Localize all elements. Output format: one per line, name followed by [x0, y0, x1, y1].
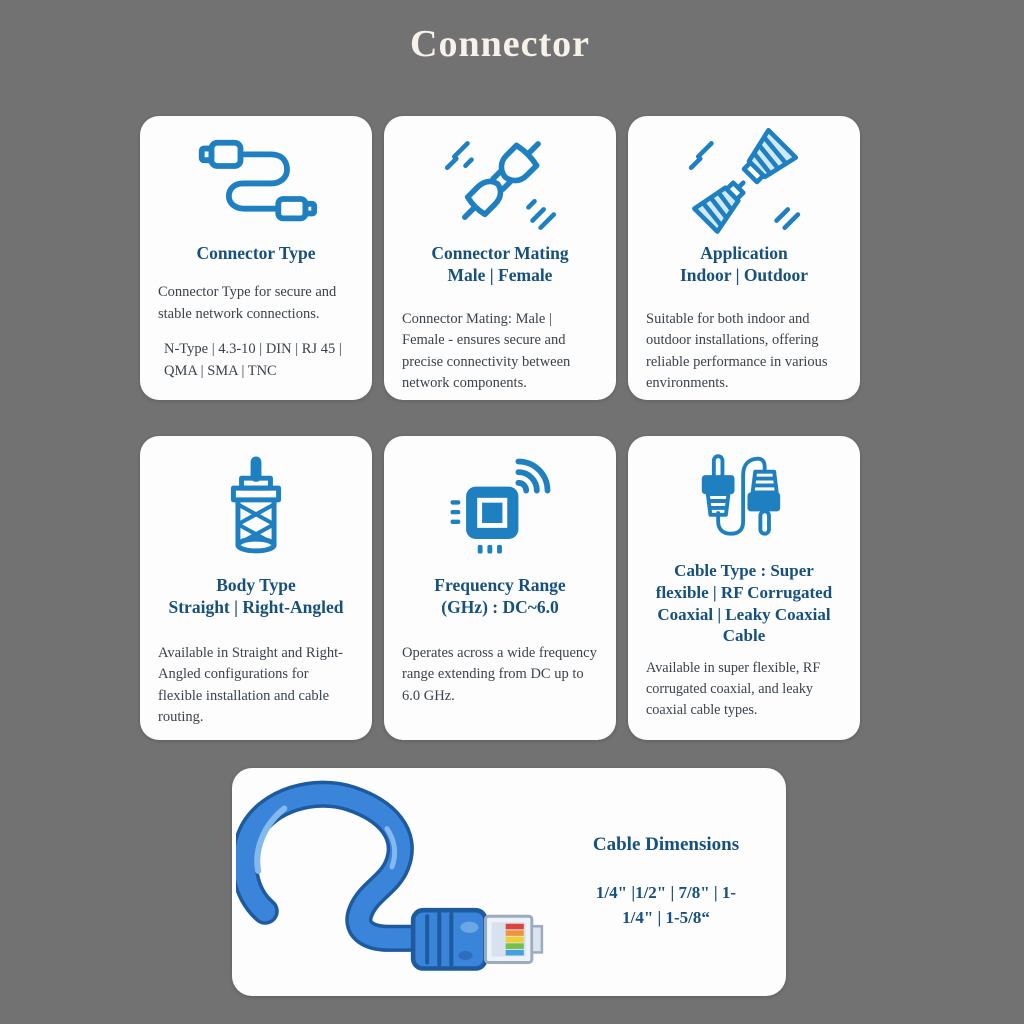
- chip-signal-icon: [437, 448, 563, 568]
- card-paragraph: Connector Mating: Male | Female - ensure…: [402, 310, 571, 392]
- card-title: Connector Type: [196, 243, 316, 263]
- card-connector-type: Connector Type Connector Type for secure…: [140, 116, 372, 400]
- card-title: Connector Mating Male | Female: [431, 243, 569, 286]
- connector-body-icon: [200, 448, 312, 568]
- cable-dimensions-values: 1/4" |1/2" | 7/8" | 1- 1/4" | 1-5/8“: [595, 882, 737, 928]
- card-title: Body Type Straight | Right-Angled: [168, 575, 344, 618]
- card-paragraph: N-Type | 4.3-10 | DIN | RJ 45 | QMA | SM…: [164, 341, 342, 379]
- indoor-outdoor-connectors-icon: [676, 127, 812, 236]
- card-paragraph: Suitable for both indoor and outdoor ins…: [646, 310, 828, 392]
- card-cable-type: Cable Type : Super flexible | RF Corruga…: [628, 436, 860, 740]
- mating-plugs-icon: [434, 128, 566, 236]
- cable-cord-icon: [193, 128, 319, 236]
- card-title: Application Indoor | Outdoor: [679, 243, 808, 286]
- coaxial-cable-plugs-icon: [688, 448, 800, 554]
- cable-dimensions-title: Cable Dimensions: [592, 833, 740, 855]
- card-title: Cable Type : Super flexible | RF Corruga…: [655, 561, 833, 646]
- card-body-type: Body Type Straight | Right-Angled Availa…: [140, 436, 372, 740]
- ethernet-cable-illustration: [236, 776, 558, 988]
- card-cable-dimensions: Cable Dimensions 1/4" |1/2" | 7/8" | 1- …: [232, 768, 786, 996]
- card-title: Frequency Range (GHz) : DC~6.0: [434, 575, 566, 618]
- page-title: Connector: [410, 23, 590, 65]
- card-frequency-range: Frequency Range (GHz) : DC~6.0 Operates …: [384, 436, 616, 740]
- card-paragraph: Available in super flexible, RF corrugat…: [646, 660, 821, 719]
- card-connector-mating: Connector Mating Male | Female Connector…: [384, 116, 616, 400]
- cable-dimensions-text: Cable Dimensions 1/4" |1/2" | 7/8" | 1- …: [558, 834, 778, 931]
- card-paragraph: Available in Straight and Right-Angled c…: [158, 644, 343, 726]
- card-paragraph: Operates across a wide frequency range e…: [402, 644, 597, 704]
- card-paragraph: Connector Type for secure and stable net…: [158, 284, 337, 322]
- card-application: Application Indoor | Outdoor Suitable fo…: [628, 116, 860, 400]
